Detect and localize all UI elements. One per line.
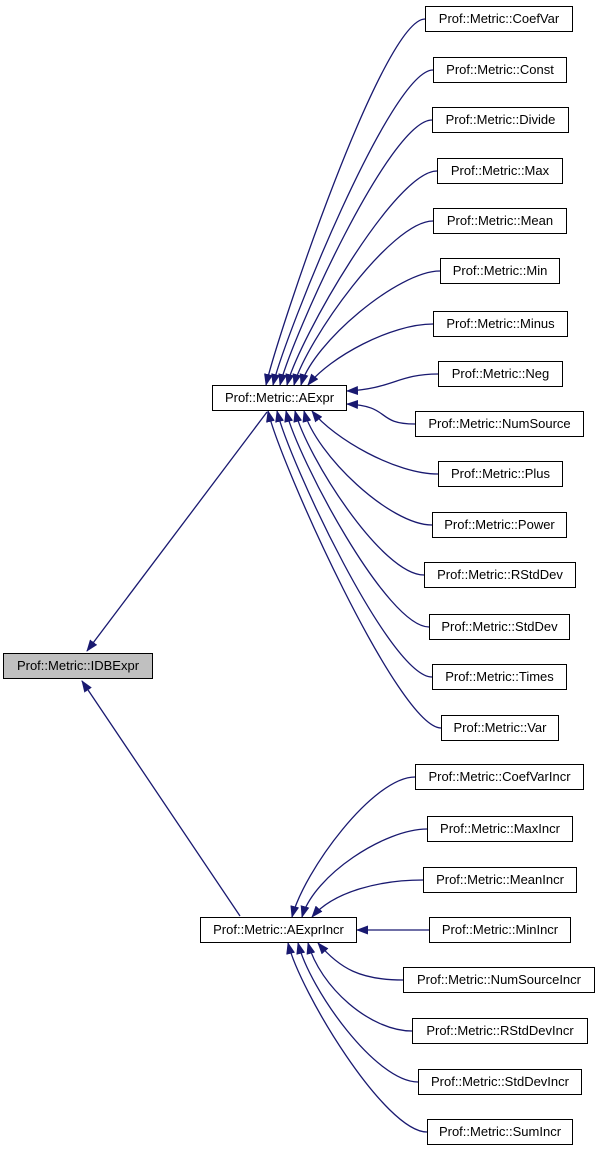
class-node-max[interactable]: Prof::Metric::Max — [437, 158, 563, 184]
edge-aexprincr-to-idbexpr — [81, 680, 241, 917]
class-node-label: Prof::Metric::CoefVarIncr — [428, 769, 571, 784]
class-node-label: Prof::Metric::AExpr — [224, 390, 335, 405]
edge-numsource-to-aexpr — [346, 399, 416, 425]
edge-coefvarincr-to-aexprincr — [290, 776, 416, 918]
class-node-aexpr[interactable]: Prof::Metric::AExpr — [212, 385, 347, 411]
class-node-times[interactable]: Prof::Metric::Times — [432, 664, 567, 690]
class-node-minus[interactable]: Prof::Metric::Minus — [433, 311, 568, 337]
class-node-numsource[interactable]: Prof::Metric::NumSource — [415, 411, 584, 437]
class-node-label: Prof::Metric::SumIncr — [438, 1124, 562, 1139]
class-node-plus[interactable]: Prof::Metric::Plus — [438, 461, 563, 487]
class-node-label: Prof::Metric::Var — [453, 720, 547, 735]
edge-rstddevincr-to-aexprincr — [306, 942, 413, 1032]
class-node-const[interactable]: Prof::Metric::Const — [433, 57, 567, 83]
class-node-label: Prof::Metric::NumSourceIncr — [417, 972, 581, 987]
class-node-label: Prof::Metric::MaxIncr — [440, 821, 560, 836]
class-node-stddevincr[interactable]: Prof::Metric::StdDevIncr — [418, 1069, 582, 1095]
edge-sumincr-to-aexprincr — [286, 942, 428, 1133]
edge-aexpr-to-idbexpr — [86, 411, 268, 652]
edge-times-to-aexpr — [275, 410, 433, 678]
class-node-min[interactable]: Prof::Metric::Min — [440, 258, 560, 284]
class-node-stddev[interactable]: Prof::Metric::StdDev — [429, 614, 570, 640]
class-node-label: Prof::Metric::StdDevIncr — [431, 1074, 569, 1089]
class-node-neg[interactable]: Prof::Metric::Neg — [438, 361, 563, 387]
edge-stddevincr-to-aexprincr — [296, 942, 419, 1083]
class-node-coefvar[interactable]: Prof::Metric::CoefVar — [425, 6, 573, 32]
class-node-label: Prof::Metric::NumSource — [428, 416, 571, 431]
edge-numsourceincr-to-aexprincr — [317, 942, 404, 981]
edge-rstddev-to-aexpr — [293, 410, 425, 576]
class-node-label: Prof::Metric::Minus — [446, 316, 555, 331]
edge-coefvar-to-aexpr — [264, 18, 426, 386]
class-node-label: Prof::Metric::CoefVar — [438, 11, 560, 26]
class-node-aexprincr[interactable]: Prof::Metric::AExprIncr — [200, 917, 357, 943]
class-node-label: Prof::Metric::Min — [452, 263, 548, 278]
edge-minus-to-aexpr — [307, 323, 434, 386]
class-node-label: Prof::Metric::Times — [445, 669, 554, 684]
class-node-maxincr[interactable]: Prof::Metric::MaxIncr — [427, 816, 573, 842]
class-node-var[interactable]: Prof::Metric::Var — [441, 715, 559, 741]
edge-meanincr-to-aexprincr — [311, 879, 424, 918]
class-node-rstddevincr[interactable]: Prof::Metric::RStdDevIncr — [412, 1018, 588, 1044]
class-node-label: Prof::Metric::MeanIncr — [436, 872, 564, 887]
edge-neg-to-aexpr — [346, 373, 439, 396]
class-node-coefvarincr[interactable]: Prof::Metric::CoefVarIncr — [415, 764, 584, 790]
class-node-label: Prof::Metric::Max — [450, 163, 550, 178]
class-node-label: Prof::Metric::Plus — [451, 466, 550, 481]
class-node-label: Prof::Metric::RStdDev — [437, 567, 563, 582]
edge-var-to-aexpr — [266, 410, 442, 729]
class-node-label: Prof::Metric::IDBExpr — [16, 658, 140, 673]
edge-stddev-to-aexpr — [284, 410, 430, 628]
class-node-label: Prof::Metric::Const — [446, 62, 554, 77]
class-node-mean[interactable]: Prof::Metric::Mean — [433, 208, 567, 234]
class-node-label: Prof::Metric::Divide — [445, 112, 556, 127]
edge-power-to-aexpr — [302, 410, 433, 526]
class-node-minincr[interactable]: Prof::Metric::MinIncr — [429, 917, 571, 943]
class-node-divide[interactable]: Prof::Metric::Divide — [432, 107, 569, 133]
edge-maxincr-to-aexprincr — [300, 828, 428, 918]
class-node-numsourceincr[interactable]: Prof::Metric::NumSourceIncr — [403, 967, 595, 993]
edge-const-to-aexpr — [271, 69, 434, 386]
edge-min-to-aexpr — [299, 270, 441, 386]
class-node-label: Prof::Metric::Mean — [446, 213, 554, 228]
class-node-label: Prof::Metric::Neg — [451, 366, 550, 381]
edge-divide-to-aexpr — [278, 119, 433, 386]
class-node-power[interactable]: Prof::Metric::Power — [432, 512, 567, 538]
class-node-rstddev[interactable]: Prof::Metric::RStdDev — [424, 562, 576, 588]
class-node-label: Prof::Metric::StdDev — [441, 619, 558, 634]
class-node-meanincr[interactable]: Prof::Metric::MeanIncr — [423, 867, 577, 893]
edge-max-to-aexpr — [285, 170, 438, 386]
class-node-label: Prof::Metric::AExprIncr — [213, 922, 344, 937]
edge-mean-to-aexpr — [292, 220, 434, 386]
class-node-sumincr[interactable]: Prof::Metric::SumIncr — [427, 1119, 573, 1145]
class-node-idbexpr[interactable]: Prof::Metric::IDBExpr — [3, 653, 153, 679]
class-node-label: Prof::Metric::RStdDevIncr — [426, 1023, 574, 1038]
class-node-label: Prof::Metric::MinIncr — [441, 922, 559, 937]
edge-plus-to-aexpr — [311, 410, 439, 475]
class-node-label: Prof::Metric::Power — [444, 517, 555, 532]
